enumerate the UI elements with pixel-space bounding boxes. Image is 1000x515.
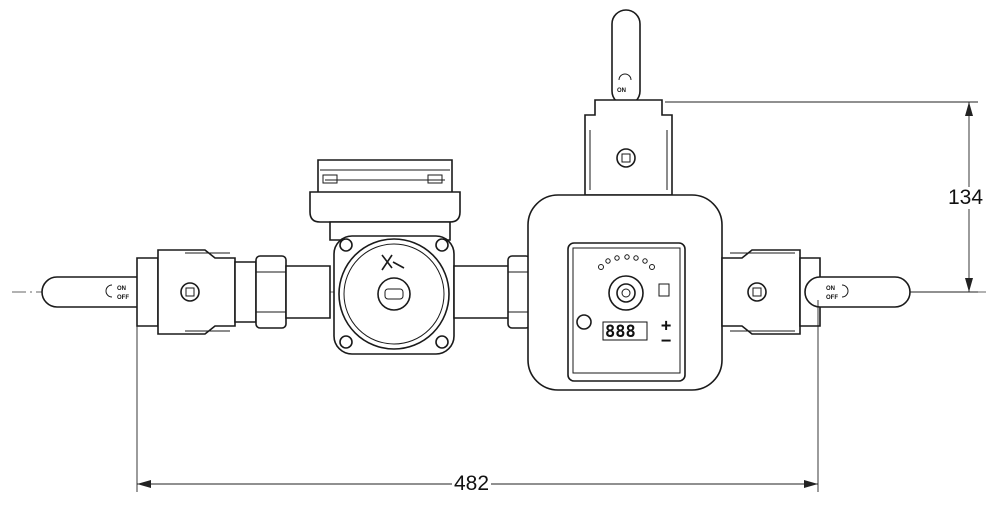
right-ball-valve: ON OFF (721, 249, 911, 335)
svg-text:ON: ON (117, 286, 126, 292)
valve-off-label: OFF (826, 295, 838, 301)
svg-text:ON: ON (617, 88, 626, 94)
right-union (453, 255, 531, 329)
width-dimension-label: 482 (452, 472, 492, 495)
left-ball-valve: ON OFF (41, 249, 236, 335)
mode-icon (658, 283, 670, 297)
svg-text:OFF: OFF (117, 295, 129, 301)
pump-logo-icon (381, 254, 405, 271)
pump-bolts (339, 238, 449, 349)
left-union (234, 255, 331, 329)
plus-icon: + (661, 316, 671, 336)
valve-on-label: ON (826, 286, 835, 292)
minus-icon: − (661, 331, 671, 351)
controller-unit: 888 + − (527, 194, 723, 391)
circulation-pump (309, 159, 461, 355)
height-dimension-label: 134 (946, 186, 986, 209)
top-ball-valve: ON (584, 9, 673, 196)
display-readout: 888 (605, 322, 636, 342)
sensor-icon (576, 314, 592, 330)
speed-leds (598, 254, 655, 270)
